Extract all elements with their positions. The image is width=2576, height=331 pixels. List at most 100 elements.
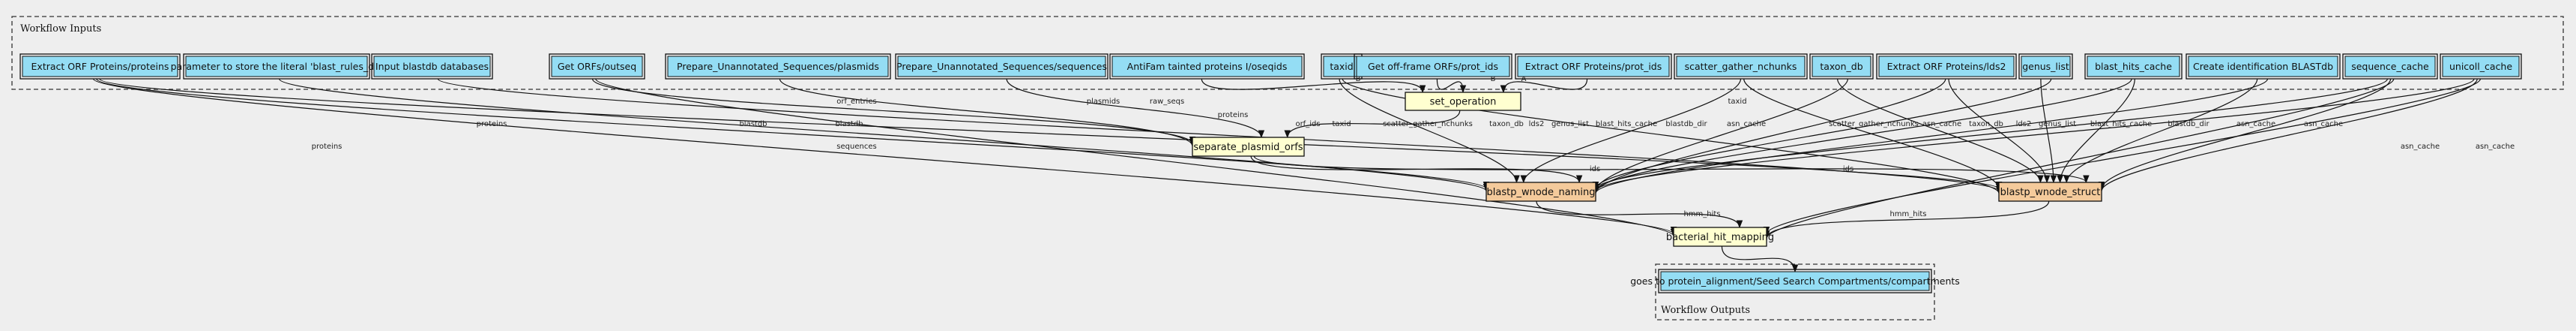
input-node-taxondb[interactable]: taxon_db	[1809, 53, 1874, 80]
edge-label: blast_hits_cache	[2090, 120, 2152, 128]
edge-set_operation-to-separate_plasmid_orfs	[1284, 110, 1461, 139]
input-node-blastdb[interactable]: Input blastdb databases	[371, 53, 493, 80]
input-node-label: taxid	[1330, 61, 1353, 72]
input-node-antifam[interactable]: AntiFam tainted proteins I/oseqids	[1109, 53, 1305, 80]
output-node-compartments[interactable]: goes to protein_alignment/Seed Search Co…	[1630, 269, 1960, 293]
input-node-box	[551, 56, 643, 77]
input-node-label: Input blastdb databases	[375, 61, 489, 72]
input-node-label: scatter_gather_nchunks	[1685, 61, 1797, 72]
edge-label: asn_cache	[2476, 143, 2515, 151]
edge-label: hmm_hits	[1889, 210, 1926, 218]
edge-in_unicoll-to-bacterial_hit_mapping	[1763, 78, 2481, 235]
edge-label: genus_list	[1551, 120, 1589, 128]
step-node-box	[1998, 182, 2102, 202]
edge-label: taxon_db	[1969, 120, 2003, 128]
edge-blastp_wnode_naming-to-bacterial_hit_mapping	[1536, 200, 1743, 229]
edge-label: asn_cache	[2401, 143, 2440, 151]
input-node-label: taxon_db	[1820, 61, 1862, 72]
input-node-createdb[interactable]: Create identification BLASTdb	[2186, 53, 2341, 80]
edge-in_literal-to-blastp_wnode_naming	[279, 78, 1489, 192]
input-node-label: Get off-frame ORFs/prot_ids	[1368, 61, 1498, 72]
input-node-box	[1812, 56, 1871, 77]
edge-label: blast_hits_cache	[1596, 120, 1657, 128]
step-node-label: blastp_wnode_struct	[2000, 187, 2101, 198]
step-node-separate-plasmid-orfs[interactable]: separate_plasmid_orfs	[1192, 137, 1305, 157]
edge-in_proteins-to-blastp_wnode_naming	[96, 78, 1489, 190]
input-node-outline	[1674, 53, 1808, 80]
input-node-seqcache[interactable]: sequence_cache	[2342, 53, 2438, 80]
input-node-outline	[1109, 53, 1305, 80]
edges-layer	[92, 78, 2481, 273]
edge-label: lds2	[1529, 120, 1545, 128]
input-node-outline	[183, 53, 370, 80]
input-node-outline	[2342, 53, 2438, 80]
edge-in_proteins-to-blastp_wnode_struct	[99, 78, 2002, 190]
input-node-label: Extract ORF Proteins/proteins	[31, 61, 169, 72]
input-node-outline	[1515, 53, 1672, 80]
input-node-offframe[interactable]: Get off-frame ORFs/prot_ids	[1354, 53, 1512, 80]
edge-label: asn_cache	[1922, 120, 1961, 128]
edge-in_genus-to-blastp_wnode_struct	[2040, 78, 2057, 184]
step-node-label: set_operation	[1430, 97, 1497, 108]
edge-in_unicoll-to-blastp_wnode_struct	[2098, 78, 2478, 192]
input-node-outline	[549, 53, 645, 80]
input-node-outline	[895, 53, 1108, 80]
edge-in_lds2-to-blastp_wnode_struct	[1948, 78, 2051, 184]
step-node-box	[1673, 227, 1767, 247]
workflow-outputs-cluster: Workflow Outputs	[1655, 263, 1935, 320]
input-node-protids[interactable]: Extract ORF Proteins/prot_ids	[1515, 53, 1672, 80]
edge-label: proteins	[312, 143, 343, 151]
workflow-inputs-label: Workflow Inputs	[20, 23, 101, 35]
input-node-bhcache[interactable]: blast_hits_cache	[2084, 53, 2183, 80]
input-node-box	[185, 56, 368, 77]
edge-in_taxondb-to-blastp_wnode_naming	[1592, 78, 1848, 192]
input-node-label: genus_list	[2022, 61, 2069, 72]
input-node-nchunks[interactable]: scatter_gather_nchunks	[1674, 53, 1808, 80]
edge-label: raw_seqs	[1150, 98, 1184, 106]
step-node-blastp-wnode-struct[interactable]: blastp_wnode_struct	[1998, 182, 2102, 202]
edge-in_offframe-to-set_operation	[1436, 78, 1467, 94]
input-node-outseq[interactable]: Get ORFs/outseq	[549, 53, 645, 80]
input-node-unicoll[interactable]: unicoll_cache	[2440, 53, 2522, 80]
input-node-label: Prepare_Unannotated_Sequences/sequences	[896, 61, 1107, 72]
edge-in_createdb-to-blastp_wnode_struct	[2063, 78, 2258, 184]
input-node-taxid[interactable]: taxid	[1321, 53, 1363, 80]
edge-label: taxid	[1332, 120, 1351, 128]
input-node-label: parameter to store the literal 'blast_ru…	[171, 61, 383, 72]
step-node-set-operation[interactable]: set_operation	[1405, 92, 1521, 111]
step-node-box	[1485, 182, 1596, 202]
edge-in_bhcache-to-blastp_wnode_struct	[2057, 78, 2135, 184]
input-node-literal[interactable]: parameter to store the literal 'blast_ru…	[171, 53, 383, 80]
edge-in_seqcache-to-blastp_wnode_naming	[1592, 78, 2388, 190]
input-node-sequences[interactable]: Prepare_Unannotated_Sequences/sequences	[895, 53, 1108, 80]
input-node-proteins[interactable]: Extract ORF Proteins/proteins	[19, 53, 181, 80]
edge-in_lds2-to-blastp_wnode_naming	[1592, 78, 1946, 194]
input-node-box	[22, 56, 178, 77]
edge-label: proteins	[1218, 111, 1249, 119]
input-node-box	[1878, 56, 2015, 77]
edge-label: ids	[1843, 165, 1853, 173]
input-node-outline	[19, 53, 181, 80]
input-node-label: AntiFam tainted proteins I/oseqids	[1127, 61, 1288, 72]
input-node-box	[2344, 56, 2436, 77]
input-node-label: Prepare_Unannotated_Sequences/plasmids	[677, 61, 879, 72]
input-node-plasmids[interactable]: Prepare_Unannotated_Sequences/plasmids	[665, 53, 891, 80]
edge-label: blastdb	[739, 120, 767, 128]
input-node-genus[interactable]: genus_list	[2018, 53, 2073, 80]
input-node-lds2[interactable]: Extract ORF Proteins/lds2	[1876, 53, 2017, 80]
step-node-label: bacterial_hit_mapping	[1666, 232, 1774, 243]
step-node-box	[1405, 92, 1521, 111]
workflow-inputs-cluster: Workflow Inputs	[11, 16, 2564, 90]
input-node-label: Get ORFs/outseq	[558, 61, 636, 72]
step-node-box	[1192, 137, 1305, 157]
input-node-outline	[2084, 53, 2183, 80]
step-node-blastp-wnode-naming[interactable]: blastp_wnode_naming	[1485, 182, 1596, 202]
output-node-outline	[1658, 269, 1932, 293]
input-node-box	[2021, 56, 2071, 77]
step-node-label: blastp_wnode_naming	[1487, 187, 1596, 198]
input-node-label: Create identification BLASTdb	[2193, 61, 2333, 72]
edge-label: blastdb	[835, 120, 863, 128]
edge-separate_plasmid_orfs-to-blastp_wnode_struct	[1253, 155, 2090, 184]
step-node-bacterial-hit-mapping[interactable]: bacterial_hit_mapping	[1666, 227, 1774, 247]
